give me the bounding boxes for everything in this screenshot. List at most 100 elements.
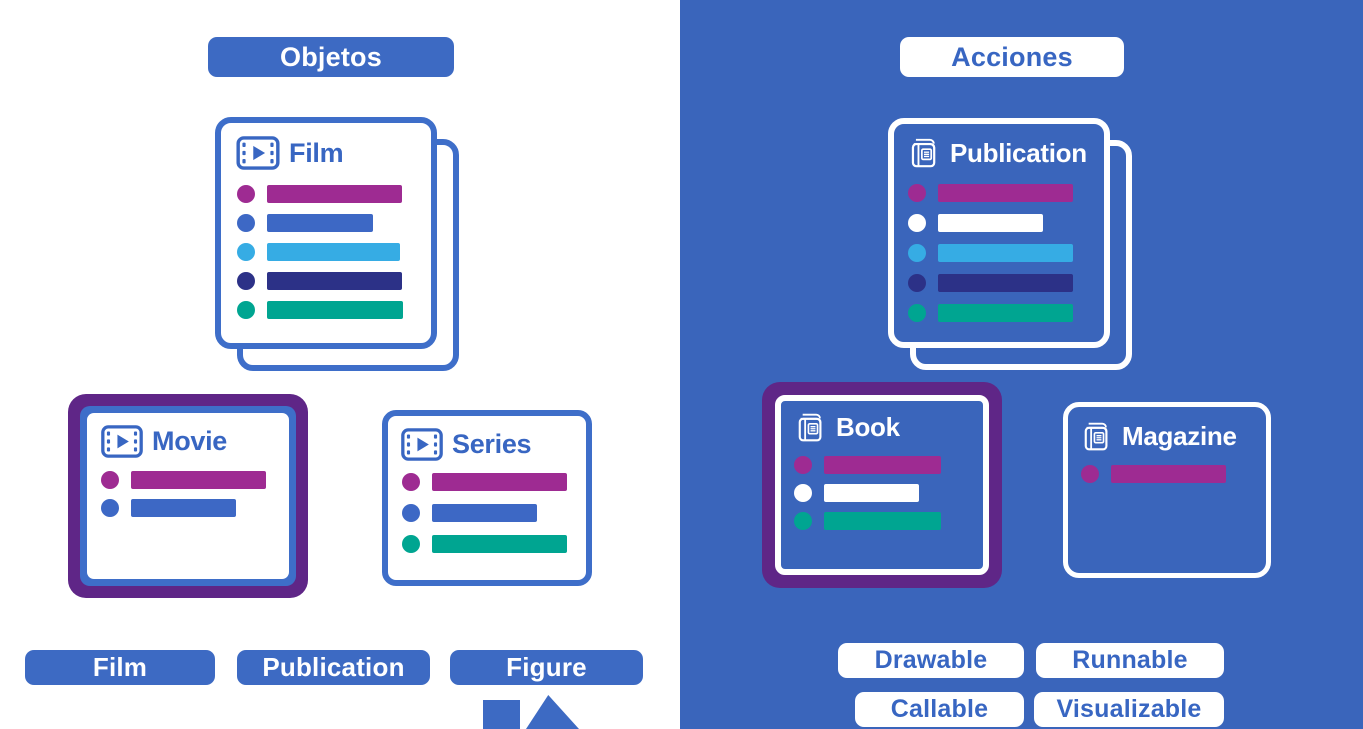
class-label-publication: Publication (237, 650, 430, 685)
attribute-row (908, 274, 1104, 292)
publication-card-title: Publication (950, 137, 1087, 168)
attribute-bar (938, 304, 1073, 322)
film-icon (401, 428, 443, 461)
attribute-row (237, 214, 431, 232)
attribute-row (908, 184, 1104, 202)
attribute-bar (824, 456, 941, 474)
book-icon (794, 411, 827, 444)
attribute-bar (267, 214, 373, 232)
attribute-row (101, 499, 289, 517)
film-card-title: Film (289, 137, 344, 168)
interface-label-drawable: Drawable (838, 643, 1024, 678)
attribute-row (237, 243, 431, 261)
attribute-bar (267, 243, 400, 261)
publication-attribute-list (908, 184, 1104, 334)
class-label-figure: Figure (450, 650, 643, 685)
figure-square-shape (483, 700, 520, 729)
attribute-dot (237, 185, 255, 203)
attribute-bar (938, 244, 1073, 262)
film-icon (236, 136, 280, 170)
series-attribute-list (402, 473, 586, 566)
attribute-dot (908, 214, 926, 232)
movie-card-frame: Movie (80, 406, 296, 586)
movie-card-title: Movie (152, 426, 228, 456)
attribute-row (237, 185, 431, 203)
attribute-bar (131, 499, 236, 517)
attribute-bar (432, 535, 567, 553)
attribute-bar (267, 301, 403, 319)
magazine-card-header: Magazine (1080, 420, 1266, 453)
attribute-bar (824, 512, 941, 530)
figure-triangle-shape (526, 695, 579, 729)
attribute-dot (101, 499, 119, 517)
attribute-row (101, 471, 289, 489)
attribute-row (237, 301, 431, 319)
book-icon (907, 136, 941, 170)
attribute-row (402, 504, 586, 522)
class-label-film: Film (25, 650, 215, 685)
attribute-dot (908, 244, 926, 262)
attribute-dot (908, 274, 926, 292)
film-card: Film (215, 117, 437, 349)
interface-label-visualizable: Visualizable (1034, 692, 1224, 727)
attribute-row (908, 304, 1104, 322)
series-card-header: Series (401, 428, 586, 461)
attribute-dot (237, 243, 255, 261)
attribute-bar (267, 272, 402, 290)
movie-card-highlight: Movie (68, 394, 308, 598)
movie-attribute-list (101, 471, 289, 527)
attribute-row (794, 512, 983, 530)
attribute-bar (432, 473, 567, 491)
objects-section-label: Objetos (208, 37, 454, 77)
attribute-row (908, 214, 1104, 232)
film-card-header: Film (236, 136, 431, 170)
magazine-card-title: Magazine (1122, 421, 1237, 451)
attribute-dot (794, 512, 812, 530)
attribute-bar (432, 504, 537, 522)
movie-card: Movie (87, 413, 289, 579)
attribute-dot (794, 484, 812, 502)
attribute-bar (131, 471, 266, 489)
attribute-dot (101, 471, 119, 489)
attribute-bar (824, 484, 919, 502)
attribute-dot (237, 272, 255, 290)
book-icon (1080, 420, 1113, 453)
attribute-row (794, 456, 983, 474)
book-card-title: Book (836, 412, 900, 442)
book-card: Book (775, 395, 989, 575)
attribute-dot (237, 301, 255, 319)
magazine-attribute-list (1081, 465, 1266, 483)
attribute-bar (938, 274, 1073, 292)
attribute-dot (402, 535, 420, 553)
attribute-row (908, 244, 1104, 262)
attribute-dot (402, 504, 420, 522)
attribute-row (794, 484, 983, 502)
attribute-dot (908, 184, 926, 202)
attribute-bar (1111, 465, 1226, 483)
actions-section-label: Acciones (900, 37, 1124, 77)
magazine-card: Magazine (1063, 402, 1271, 578)
attribute-dot (237, 214, 255, 232)
attribute-row (402, 473, 586, 491)
film-icon (101, 425, 143, 458)
attribute-dot (1081, 465, 1099, 483)
series-card: Series (382, 410, 592, 586)
book-card-highlight: Book (762, 382, 1002, 588)
interface-label-runnable: Runnable (1036, 643, 1224, 678)
attribute-dot (908, 304, 926, 322)
attribute-row (402, 535, 586, 553)
attribute-row (237, 272, 431, 290)
publication-card: Publication (888, 118, 1110, 348)
movie-card-header: Movie (101, 425, 289, 458)
book-attribute-list (794, 456, 983, 540)
series-card-title: Series (452, 429, 532, 459)
film-attribute-list (237, 185, 431, 330)
attribute-bar (938, 214, 1043, 232)
attribute-bar (267, 185, 402, 203)
book-card-header: Book (794, 411, 983, 444)
interface-label-callable: Callable (855, 692, 1024, 727)
publication-card-header: Publication (907, 136, 1104, 170)
attribute-dot (794, 456, 812, 474)
attribute-row (1081, 465, 1266, 483)
